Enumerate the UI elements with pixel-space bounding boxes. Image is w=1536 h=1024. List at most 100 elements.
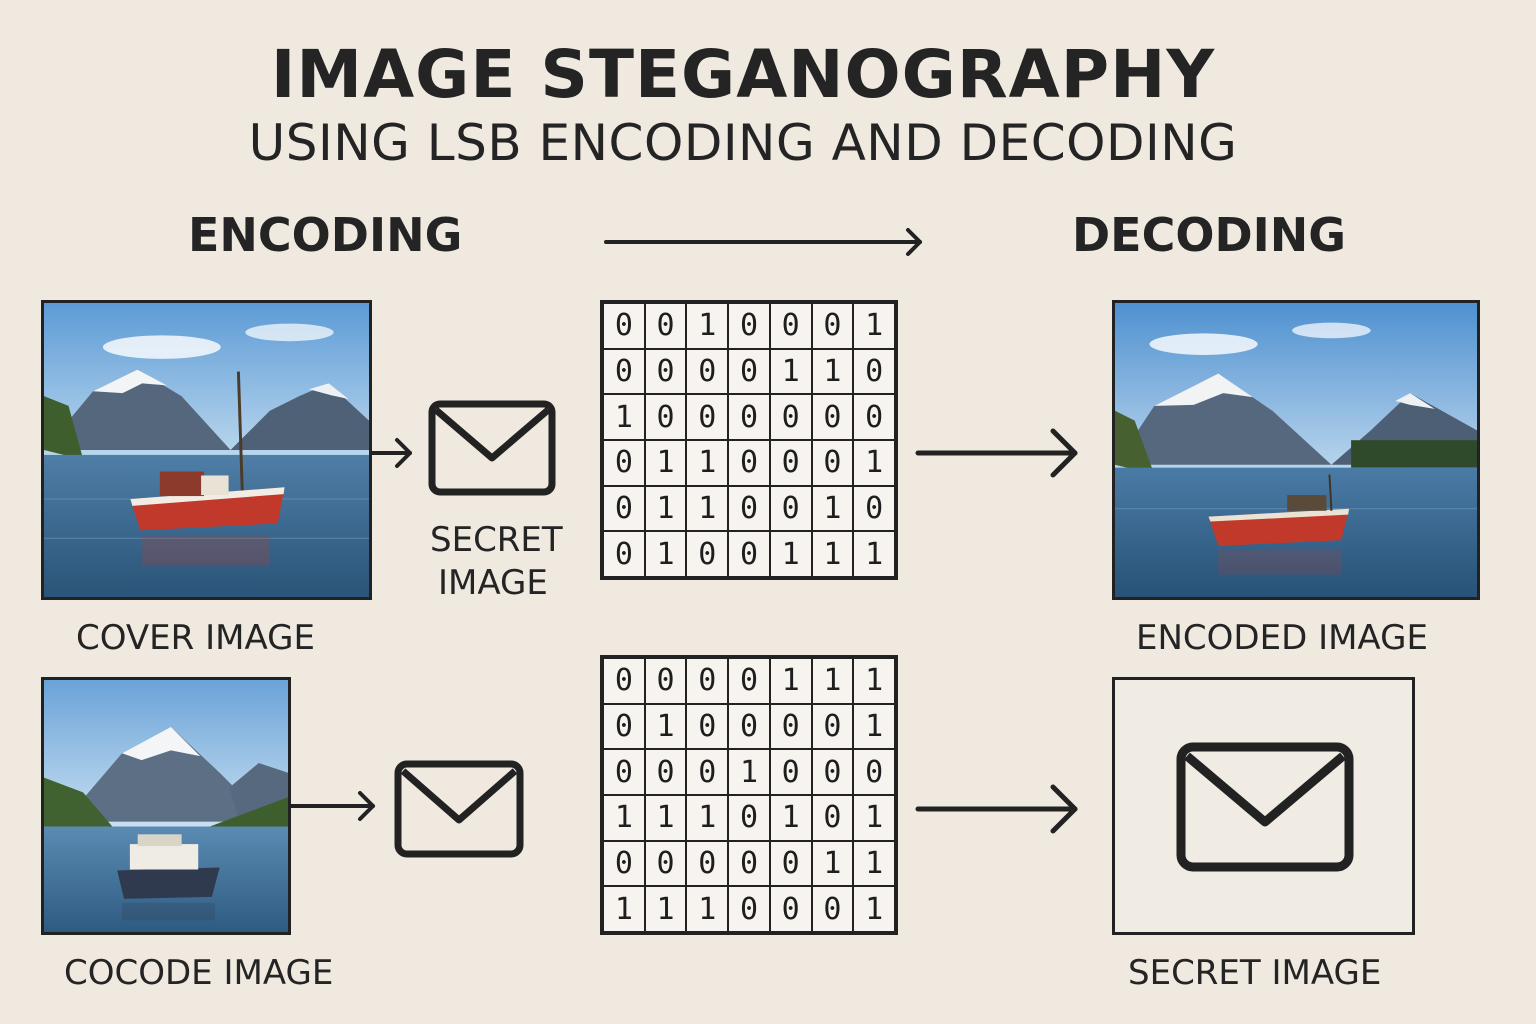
bit-cell: 0 (769, 485, 812, 532)
bit-cell: 0 (811, 303, 854, 349)
bit-cell: 0 (728, 394, 770, 440)
bit-cell: 1 (603, 794, 645, 841)
bit-cell: 0 (686, 658, 729, 704)
arrow-right-icon (915, 428, 1078, 478)
bit-cell: 0 (644, 840, 687, 887)
bit-cell: 0 (728, 439, 770, 486)
cover-image-label: COVER IMAGE (76, 618, 315, 658)
bit-cell: 1 (811, 840, 854, 887)
bit-cell: 0 (853, 485, 895, 532)
bit-cell: 1 (686, 485, 729, 532)
page-subtitle: USING LSB ENCODING AND DECODING (248, 114, 1238, 172)
bit-cell: 0 (603, 703, 645, 750)
arrow-right-icon (604, 228, 922, 256)
bit-cell: 0 (811, 394, 854, 440)
bit-cell: 0 (603, 439, 645, 486)
bit-cell: 1 (853, 658, 895, 704)
bit-cell: 0 (853, 394, 895, 440)
bit-cell: 0 (686, 840, 729, 887)
bit-cell: 1 (644, 886, 687, 932)
bit-cell: 1 (811, 348, 854, 395)
bit-cell: 0 (644, 394, 687, 440)
bit-cell: 0 (644, 658, 687, 704)
bit-cell: 1 (728, 749, 770, 795)
bit-cell: 1 (603, 394, 645, 440)
bit-cell: 0 (728, 658, 770, 704)
bit-cell: 0 (811, 703, 854, 750)
bit-cell: 0 (686, 348, 729, 395)
bit-cell: 1 (853, 886, 895, 932)
bit-cell: 1 (811, 485, 854, 532)
bit-cell: 1 (644, 485, 687, 532)
bit-cell: 0 (769, 886, 812, 932)
bit-cell: 0 (603, 531, 645, 577)
bit-cell: 0 (853, 749, 895, 795)
bit-cell: 0 (686, 749, 729, 795)
bit-cell: 1 (686, 303, 729, 349)
bit-cell: 1 (853, 303, 895, 349)
bit-cell: 0 (728, 348, 770, 395)
bit-cell: 1 (853, 439, 895, 486)
bit-cell: 0 (603, 658, 645, 704)
bit-cell: 1 (644, 531, 687, 577)
envelope-icon (1176, 742, 1354, 872)
bit-cell: 0 (853, 348, 895, 395)
bit-cell: 1 (644, 703, 687, 750)
bit-cell: 0 (728, 303, 770, 349)
bit-cell: 0 (811, 749, 854, 795)
secret-image-label-line2: IMAGE (438, 563, 548, 603)
bit-cell: 0 (769, 749, 812, 795)
envelope-icon (394, 760, 524, 858)
bit-cell: 0 (728, 531, 770, 577)
bit-cell: 0 (728, 485, 770, 532)
bit-cell: 1 (811, 531, 854, 577)
bit-cell: 1 (769, 348, 812, 395)
bit-cell: 1 (644, 794, 687, 841)
bit-cell: 0 (769, 303, 812, 349)
bit-cell: 1 (603, 886, 645, 932)
bit-cell: 0 (811, 439, 854, 486)
bit-cell: 1 (644, 439, 687, 486)
encoded-image (1112, 300, 1480, 600)
bit-cell: 0 (686, 531, 729, 577)
secret-image-box (1112, 677, 1415, 935)
bit-cell: 0 (603, 485, 645, 532)
bit-cell: 0 (728, 886, 770, 932)
bit-cell: 0 (644, 749, 687, 795)
bit-cell: 0 (811, 886, 854, 932)
bit-cell: 0 (811, 794, 854, 841)
bit-cell: 1 (686, 886, 729, 932)
cover-image (41, 300, 372, 600)
bit-cell: 0 (686, 394, 729, 440)
envelope-icon (428, 400, 556, 496)
bit-cell: 0 (644, 303, 687, 349)
arrow-right-icon (370, 438, 412, 468)
bit-cell: 0 (769, 703, 812, 750)
secret-image-label: SECRET IMAGE (1128, 953, 1382, 993)
arrow-right-icon (915, 784, 1078, 834)
bit-cell: 0 (644, 348, 687, 395)
bit-cell: 1 (769, 658, 812, 704)
encoded-image-label: ENCODED IMAGE (1136, 618, 1428, 658)
bit-cell: 1 (853, 840, 895, 887)
bit-cell: 0 (603, 303, 645, 349)
bit-cell: 0 (603, 348, 645, 395)
bit-cell: 0 (686, 703, 729, 750)
page-title: IMAGE STEGANOGRAPHY (270, 36, 1216, 113)
bit-cell: 0 (769, 394, 812, 440)
bit-cell: 0 (769, 439, 812, 486)
bit-cell: 1 (811, 658, 854, 704)
bit-cell: 1 (853, 531, 895, 577)
cocode-image-label: COCODE IMAGE (64, 953, 334, 993)
secret-image-label-line1: SECRET (430, 520, 563, 560)
encoding-heading: ENCODING (188, 208, 463, 262)
bit-cell: 1 (769, 794, 812, 841)
bit-cell: 0 (603, 749, 645, 795)
bit-cell: 1 (853, 794, 895, 841)
bit-cell: 0 (769, 840, 812, 887)
bit-cell: 0 (728, 703, 770, 750)
bit-cell: 1 (686, 794, 729, 841)
